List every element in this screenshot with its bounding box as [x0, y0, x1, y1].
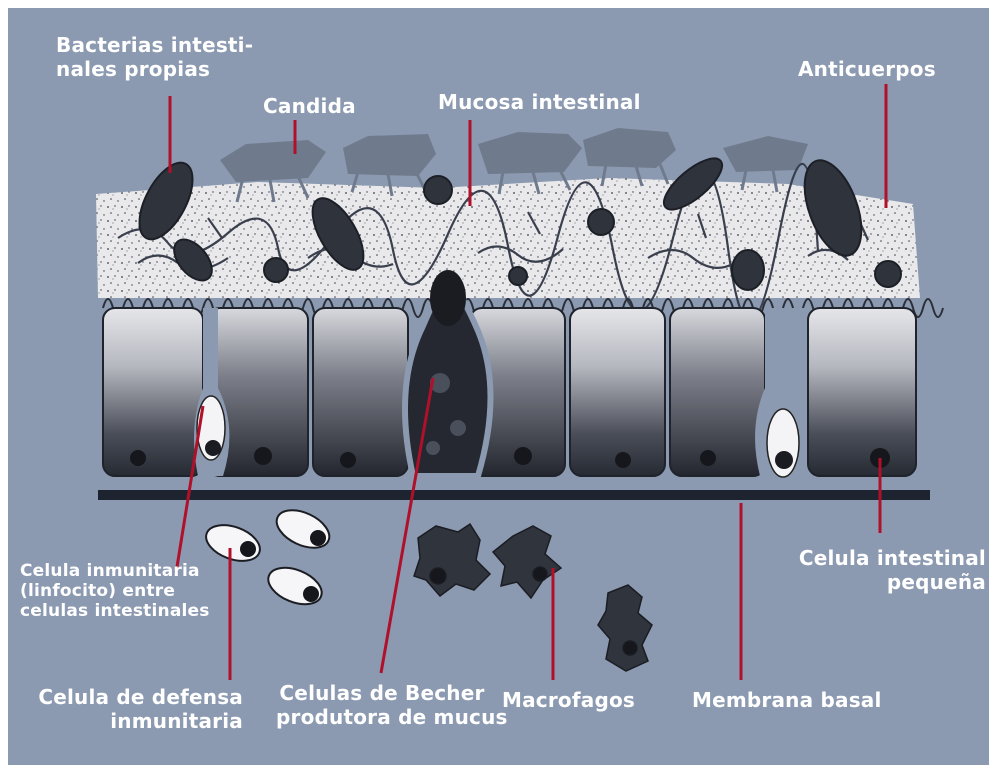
label-celulas-becher: Celulas de Becher produtora de mucus [276, 681, 488, 729]
label-line: inmunitaria [38, 709, 243, 733]
label-celula-defensa: Celula de defensa inmunitaria [38, 685, 243, 733]
label-celula-intestinal: Celula intestinal pequeña [798, 546, 986, 594]
label-line: celulas intestinales [20, 601, 210, 621]
label-line: pequeña [798, 570, 986, 594]
label-line: nales propias [56, 57, 253, 81]
intestinal-wall-figure: Bacterias intesti- nales propias Candida… [8, 8, 989, 765]
intestinal-wall-illustration [8, 8, 989, 765]
label-mucosa-intestinal: Mucosa intestinal [438, 90, 641, 114]
mucus-layer [96, 178, 920, 298]
label-anticuerpos: Anticuerpos [798, 57, 936, 81]
label-line: Celula de defensa [38, 685, 243, 709]
label-line: produtora de mucus [276, 705, 488, 729]
defense-cells [201, 503, 335, 612]
label-line: Celula inmunitaria [20, 561, 210, 581]
goblet-cell [405, 270, 491, 476]
label-macrofagos: Macrofagos [502, 688, 635, 712]
label-line: Celula intestinal [798, 546, 986, 570]
label-bacterias-intestinales: Bacterias intesti- nales propias [56, 33, 253, 81]
label-line: Bacterias intesti- [56, 33, 253, 57]
label-candida: Candida [263, 94, 356, 118]
label-line: (linfocito) entre [20, 581, 210, 601]
label-linfocito: Celula inmunitaria (linfocito) entre cel… [20, 561, 210, 621]
label-line: Celulas de Becher [276, 681, 488, 705]
basement-membrane [98, 490, 930, 500]
macrophages [414, 524, 652, 671]
label-membrana-basal: Membrana basal [692, 688, 882, 712]
